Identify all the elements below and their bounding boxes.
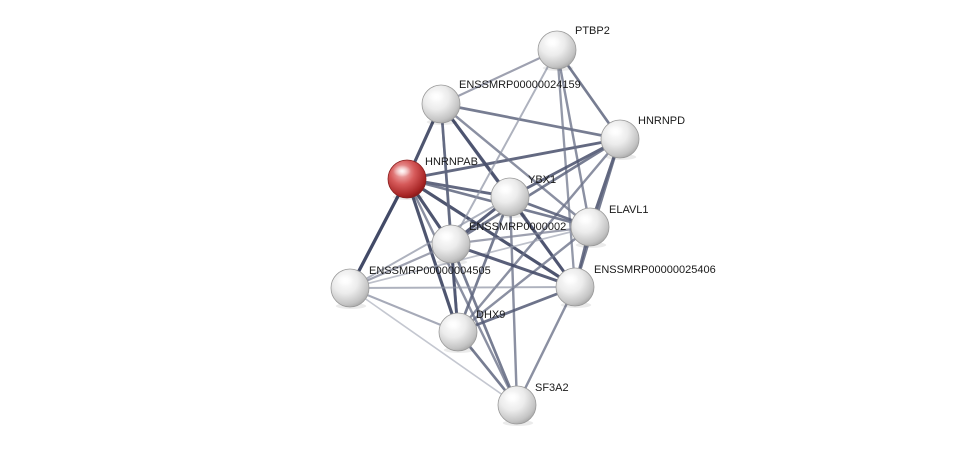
node-sphere[interactable]	[387, 159, 427, 199]
edge-elavl1-enssmrp00000004505	[349, 226, 591, 289]
node-sf3a2[interactable]: SF3A2	[497, 382, 569, 426]
node-label: HNRNPD	[638, 115, 685, 127]
node-ybx1[interactable]: YBX1	[490, 174, 556, 218]
node-label: YBX1	[528, 174, 556, 186]
node-label: ENSSMRP00000004505	[369, 265, 491, 277]
node-sphere[interactable]	[497, 385, 537, 425]
node-label: PTBP2	[575, 25, 610, 37]
edge-hnrnpab-sf3a2	[405, 177, 519, 407]
node-sphere[interactable]	[600, 119, 640, 159]
edge-enssmrp00000024159-hnrnpd	[439, 102, 622, 141]
node-highlight	[437, 230, 455, 242]
node-label: ENSSMRP0000002	[469, 221, 566, 233]
node-label: ENSSMRP00000025406	[594, 264, 716, 276]
edge-hnrnpd-enssmrp0000002	[449, 137, 622, 246]
node-sphere[interactable]	[431, 224, 471, 264]
node-label: HNRNPAB	[425, 156, 478, 168]
node-highlight	[336, 274, 354, 286]
edge-hnrnpab-enssmrp00000025406	[405, 177, 577, 289]
edge-enssmrp00000024159-ptbp2	[439, 48, 559, 106]
edge-enssmrp0000002-enssmrp00000025406	[449, 242, 577, 289]
node-highlight	[503, 391, 521, 403]
node-enssmrp0000002[interactable]: ENSSMRP0000002	[431, 221, 566, 265]
node-sphere[interactable]	[537, 30, 577, 70]
edge-hnrnpab-dhx9	[405, 177, 460, 334]
node-hnrnpd[interactable]: HNRNPD	[600, 115, 685, 160]
edge-hnrnpab-hnrnpd	[405, 137, 622, 181]
node-ptbp2[interactable]: PTBP2	[537, 25, 610, 71]
edge-elavl1-enssmrp0000002	[449, 225, 592, 246]
edge-enssmrp00000025406-sf3a2	[515, 285, 577, 407]
node-sphere[interactable]	[421, 84, 461, 124]
node-label: SF3A2	[535, 382, 569, 394]
node-highlight	[496, 183, 514, 195]
node-highlight	[444, 318, 462, 330]
edge-ptbp2-elavl1	[555, 48, 592, 229]
edge-ybx1-dhx9	[456, 195, 512, 334]
edge-enssmrp0000002-sf3a2	[449, 242, 519, 407]
edge-ybx1-enssmrp00000004505	[349, 196, 511, 289]
edge-enssmrp00000024159-elavl1	[439, 102, 592, 229]
edge-hnrnpd-ybx1	[508, 137, 622, 199]
edge-hnrnpab-enssmrp00000004505	[348, 177, 409, 290]
node-enssmrp00000024159[interactable]: ENSSMRP00000024159	[421, 79, 581, 125]
node-label: ELAVL1	[609, 204, 649, 216]
node-highlight	[393, 165, 411, 177]
node-highlight	[543, 36, 561, 48]
node-sphere[interactable]	[330, 268, 370, 308]
node-dhx9[interactable]: DHX9	[438, 309, 505, 353]
edge-ptbp2-enssmrp0000002	[450, 49, 558, 245]
node-sphere[interactable]	[438, 312, 478, 352]
edge-enssmrp00000004505-dhx9	[348, 286, 460, 334]
node-highlight	[427, 90, 445, 102]
node-enssmrp00000025406[interactable]: ENSSMRP00000025406	[555, 264, 716, 308]
edge-enssmrp00000004505-enssmrp00000025406	[349, 286, 576, 289]
node-label: ENSSMRP00000024159	[459, 79, 581, 91]
node-sphere[interactable]	[490, 177, 530, 217]
node-highlight	[561, 273, 579, 285]
edge-enssmrp00000025406-dhx9	[456, 285, 577, 334]
node-sphere[interactable]	[555, 267, 595, 307]
node-hnrnpab[interactable]: HNRNPAB	[387, 156, 478, 200]
node-sphere[interactable]	[570, 207, 610, 247]
edge-enssmrp00000004505-sf3a2	[349, 287, 518, 406]
node-highlight	[576, 213, 594, 225]
edge-ybx1-sf3a2	[508, 195, 519, 407]
node-elavl1[interactable]: ELAVL1	[570, 204, 649, 248]
node-enssmrp00000004505[interactable]: ENSSMRP00000004505	[330, 265, 491, 309]
node-highlight	[606, 125, 624, 137]
node-label: DHX9	[476, 309, 505, 321]
